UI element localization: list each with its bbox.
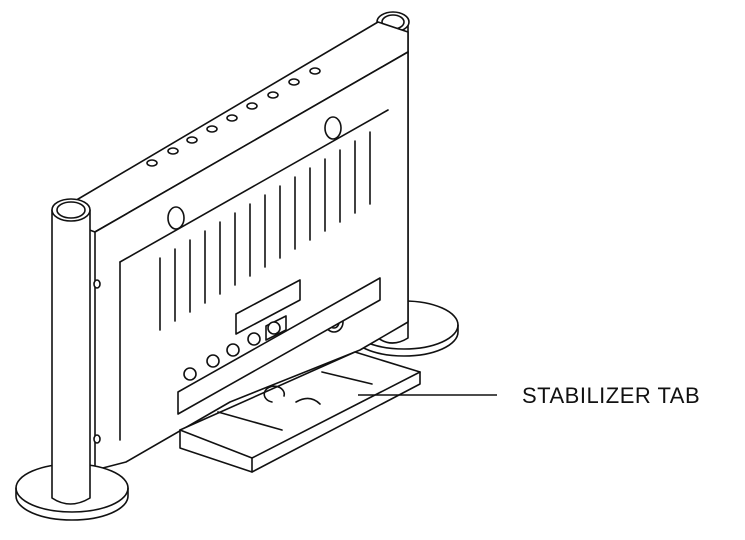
left-pillar	[51, 198, 101, 505]
jack-panel	[177, 277, 381, 415]
rear-screw-holes	[167, 116, 342, 230]
ventilation-slots	[159, 131, 371, 331]
stabilizer-plate	[179, 351, 421, 473]
control-buttons	[146, 67, 321, 167]
stabilizer-tab-label: STABILIZER TAB	[522, 383, 700, 408]
